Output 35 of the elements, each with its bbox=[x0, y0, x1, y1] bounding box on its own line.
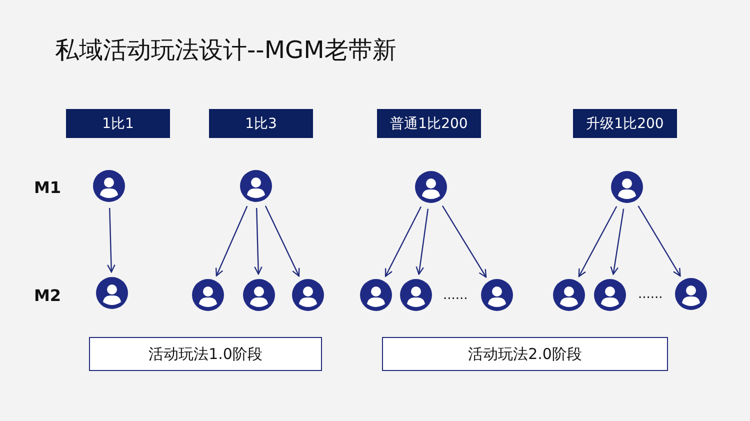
person-icon bbox=[292, 279, 324, 311]
level-label: M1 bbox=[34, 178, 62, 197]
person-icon bbox=[481, 279, 513, 311]
arrow bbox=[416, 208, 429, 275]
stage-box: 活动玩法1.0阶段 bbox=[89, 337, 322, 371]
arrow bbox=[254, 208, 262, 275]
person-icon bbox=[192, 279, 224, 311]
ratio-header-box: 普通1比200 bbox=[377, 109, 481, 138]
arrow bbox=[442, 205, 487, 278]
arrow bbox=[264, 206, 300, 277]
arrow bbox=[384, 206, 422, 277]
person-icon bbox=[594, 279, 626, 311]
arrow bbox=[610, 208, 624, 275]
arrow bbox=[638, 206, 681, 277]
ratio-header-box: 1比3 bbox=[209, 109, 313, 138]
title: 私域活动玩法设计--MGM老带新 bbox=[55, 35, 396, 66]
level-label: M2 bbox=[34, 286, 62, 305]
ellipsis: ...... bbox=[638, 287, 663, 302]
ratio-header-box: 升级1比200 bbox=[573, 109, 677, 138]
arrow bbox=[578, 206, 618, 278]
person-icon bbox=[93, 170, 125, 202]
person-icon bbox=[611, 171, 643, 203]
person-icon bbox=[400, 279, 432, 311]
person-icon bbox=[240, 170, 272, 202]
person-icon bbox=[243, 279, 275, 311]
person-icon bbox=[553, 279, 585, 311]
arrow bbox=[107, 208, 116, 273]
person-icon bbox=[415, 171, 447, 203]
ratio-header-box: 1比1 bbox=[66, 109, 170, 138]
person-icon bbox=[360, 279, 392, 311]
stage-box: 活动玩法2.0阶段 bbox=[382, 337, 668, 371]
person-icon bbox=[96, 277, 128, 309]
person-icon bbox=[675, 278, 707, 310]
ellipsis: ...... bbox=[443, 288, 468, 303]
arrow bbox=[215, 206, 248, 276]
